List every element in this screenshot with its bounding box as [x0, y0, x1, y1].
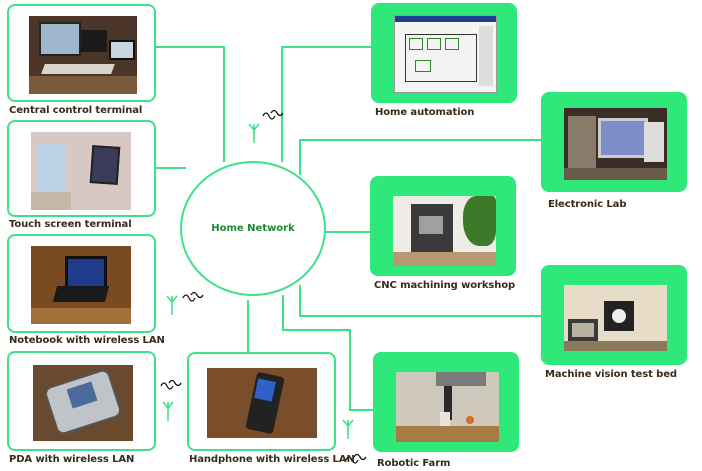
photo-central-control: [29, 16, 137, 94]
link-home-automation: [281, 46, 372, 162]
photo-electronic-lab: [564, 108, 667, 180]
link-robotic-farm: [282, 295, 373, 411]
node-touch-screen: [7, 120, 156, 217]
label-machine-vision: Machine vision test bed: [545, 369, 677, 380]
home-network-hub: Home Network: [180, 161, 326, 296]
wireless-signal-icon: [262, 109, 284, 120]
node-pda: [7, 351, 156, 451]
photo-pda: [33, 365, 133, 441]
link-electronic-lab: [299, 139, 541, 175]
antenna-icon: [248, 123, 260, 143]
node-electronic-lab: [541, 92, 687, 192]
label-electronic-lab: Electronic Lab: [548, 199, 627, 210]
link-machine-vision: [299, 285, 541, 317]
photo-cnc-workshop: [393, 196, 496, 266]
label-touch-screen: Touch screen terminal: [9, 219, 132, 230]
wireless-signal-icon: [160, 379, 182, 390]
node-robotic-farm: [373, 352, 519, 452]
node-cnc-workshop: [370, 176, 516, 276]
label-handphone: Handphone with wireless LAN: [189, 454, 355, 465]
node-notebook: [7, 234, 156, 333]
link-central-control: [156, 46, 225, 162]
photo-home-automation: [394, 15, 497, 93]
photo-touch-screen: [31, 132, 131, 210]
antenna-icon: [162, 401, 174, 421]
label-robotic-farm: Robotic Farm: [377, 458, 451, 469]
photo-machine-vision: [564, 285, 667, 351]
label-cnc-workshop: CNC machining workshop: [374, 280, 516, 291]
node-central-control: [7, 4, 156, 102]
label-central-control: Central control terminal: [9, 105, 143, 116]
node-machine-vision: [541, 265, 687, 365]
photo-notebook: [31, 246, 131, 324]
node-home-automation: [371, 3, 517, 103]
label-home-automation: Home automation: [375, 107, 475, 118]
hub-label: Home Network: [211, 223, 295, 234]
node-handphone: [187, 352, 336, 451]
label-pda: PDA with wireless LAN: [9, 454, 135, 465]
photo-robotic-farm: [396, 372, 499, 442]
wireless-signal-icon: [182, 291, 204, 302]
photo-handphone: [207, 368, 317, 438]
antenna-icon: [166, 295, 178, 315]
antenna-icon: [342, 419, 354, 439]
wireless-signal-icon: [345, 453, 367, 464]
label-notebook: Notebook with wireless LAN: [9, 335, 165, 346]
